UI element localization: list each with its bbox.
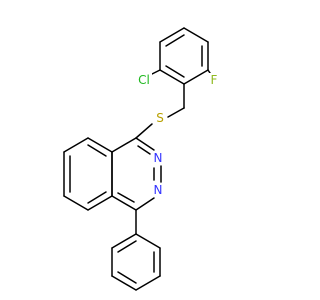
bond xyxy=(183,69,209,85)
bond xyxy=(159,27,185,43)
bond xyxy=(63,195,89,211)
bond xyxy=(159,69,185,85)
fluorine-label: F xyxy=(211,73,218,87)
bond xyxy=(165,65,185,78)
bond xyxy=(87,137,113,153)
bond xyxy=(135,197,155,211)
molecule-structure: Cl F S N N xyxy=(63,27,219,291)
bond xyxy=(111,137,137,153)
bond xyxy=(135,275,161,291)
bond xyxy=(117,192,135,203)
bond xyxy=(87,144,107,157)
bond xyxy=(167,107,185,118)
bond xyxy=(63,137,89,153)
sulfur-atom: S xyxy=(154,111,166,125)
bond xyxy=(183,27,209,43)
sulfur-label: S xyxy=(156,111,164,125)
bond xyxy=(117,271,137,284)
bond xyxy=(87,195,113,211)
bond xyxy=(111,195,137,211)
bond xyxy=(87,191,107,204)
atom-labels: Cl F S N N xyxy=(136,73,219,197)
bond xyxy=(135,123,153,139)
chlorine-atom: Cl xyxy=(136,73,152,87)
fluorine-atom: F xyxy=(209,73,219,87)
bond xyxy=(111,275,137,291)
bonds xyxy=(63,27,213,291)
bond xyxy=(137,145,151,155)
bond xyxy=(111,233,137,249)
bond xyxy=(135,137,155,151)
bond xyxy=(165,34,185,47)
nitrogen-atom: N xyxy=(152,183,164,197)
nitrogen-atom: N xyxy=(152,151,164,165)
bond xyxy=(117,240,137,253)
nitrogen-label-1: N xyxy=(154,151,163,165)
chlorine-label: Cl xyxy=(138,73,150,87)
bond xyxy=(135,233,161,249)
nitrogen-label-2: N xyxy=(154,183,163,197)
